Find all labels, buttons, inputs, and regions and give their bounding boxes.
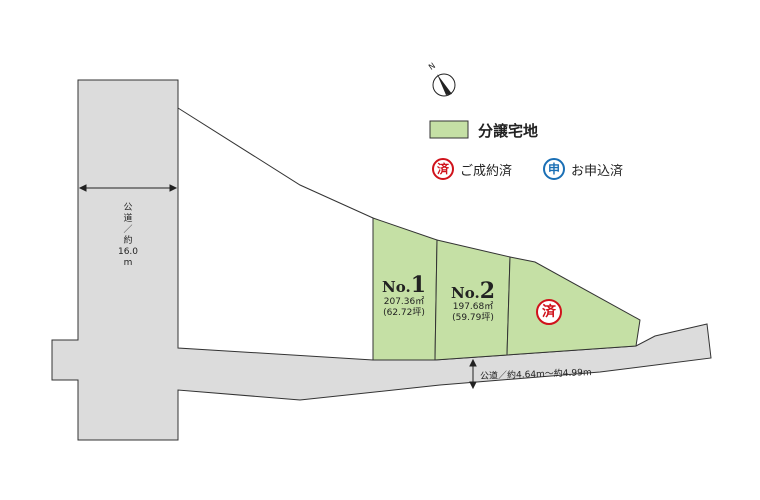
site-boundary	[177, 107, 374, 219]
south-road-width-dimension	[469, 358, 477, 390]
lot-3-sold: 済	[536, 299, 562, 325]
sold-stamp-icon: 済	[536, 299, 562, 325]
lot-2-area: 197.68㎡(59.79坪)	[452, 302, 494, 323]
legend-sold: 済 ご成約済	[432, 158, 512, 180]
road-label-char: 道	[123, 214, 133, 224]
road-label-char: m	[123, 258, 133, 268]
west-road-label: 公 道 ／ 約 16.0 m	[108, 203, 148, 269]
road-label-char: ／	[123, 225, 133, 235]
sold-label: ご成約済	[460, 163, 513, 179]
west-road-width-dimension	[78, 184, 178, 192]
lot-2-number: No.2	[451, 278, 495, 304]
road-label-char: 約	[123, 236, 133, 246]
lot-1-area: 207.36㎡(62.72坪)	[383, 297, 425, 318]
north-arrow-icon	[432, 73, 456, 97]
legend-applied: 申 お申込済	[543, 158, 623, 180]
road-label-char: 公	[123, 203, 133, 213]
lot-legend-label: 分譲宅地	[478, 122, 539, 140]
lot-1-number: No.1	[382, 272, 426, 298]
sold-stamp-icon: 済	[432, 158, 454, 180]
applied-stamp-icon: 申	[543, 158, 565, 180]
road-label-char: 16.0	[117, 247, 139, 257]
lot-3[interactable]	[506, 256, 641, 356]
lot-legend-swatch	[429, 120, 469, 139]
applied-label: お申込済	[571, 163, 624, 179]
